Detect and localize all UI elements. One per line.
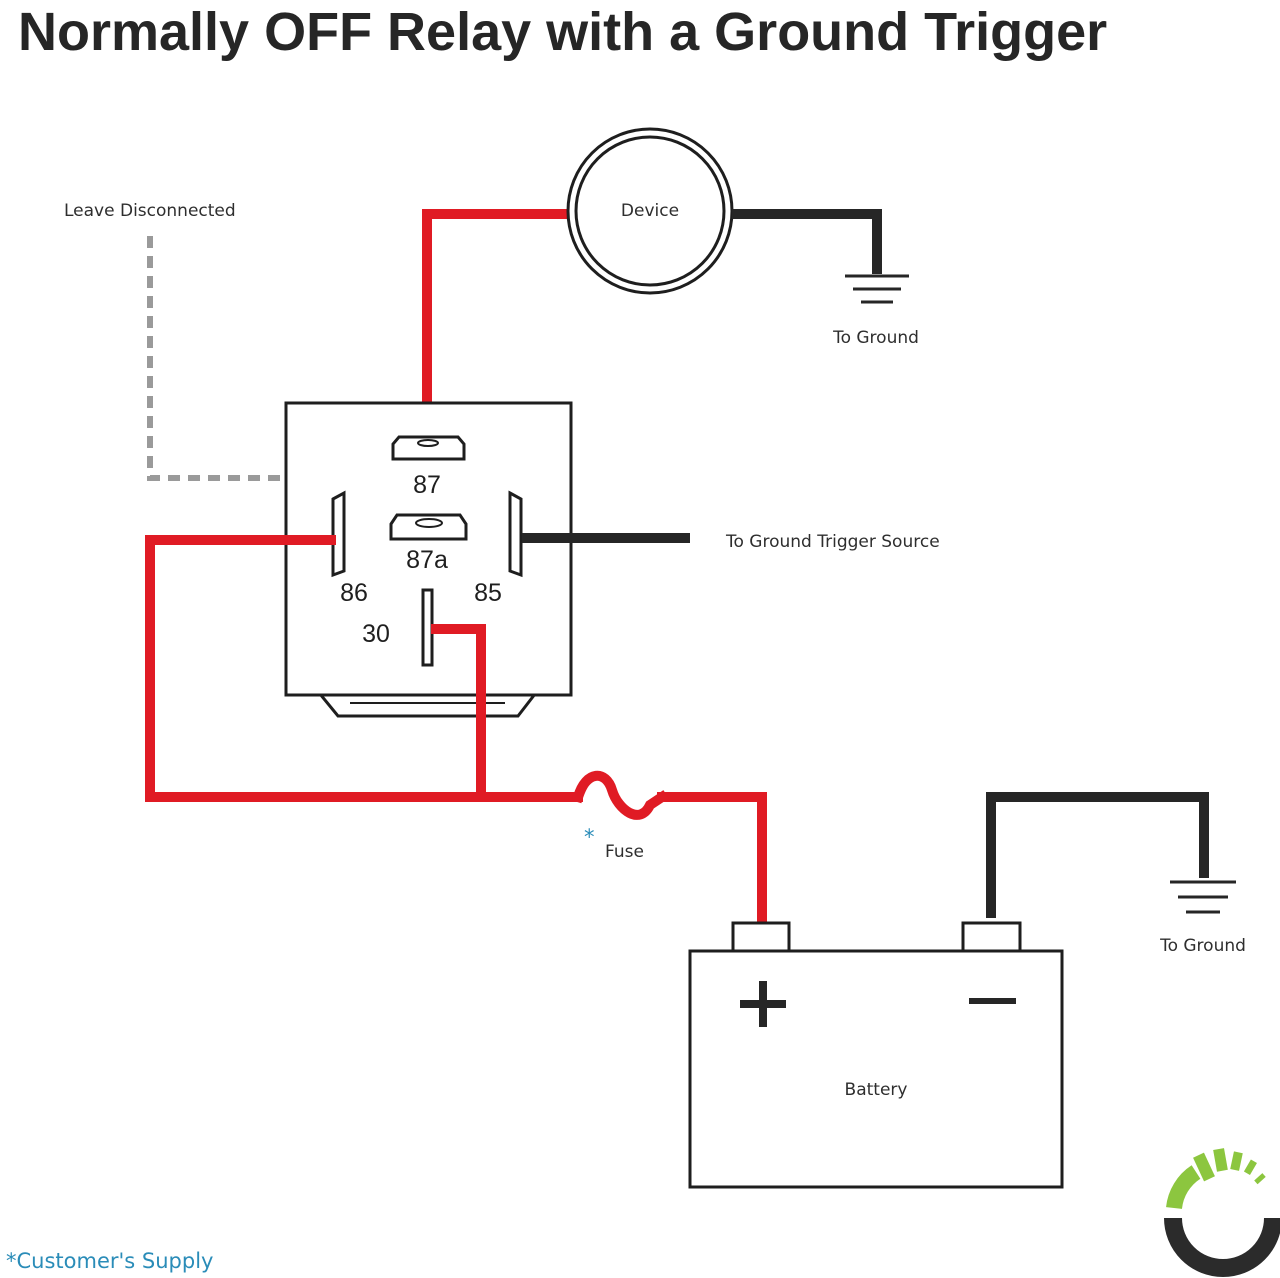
battery-to-ground-label: To Ground xyxy=(1159,936,1246,956)
battery-ground-wire xyxy=(986,792,1209,918)
battery-ground-symbol-icon xyxy=(1170,880,1236,914)
ground-symbol-icon xyxy=(845,274,909,304)
fuse-label: Fuse xyxy=(605,842,644,862)
fuse-icon xyxy=(571,770,669,820)
terminal-87 xyxy=(391,435,466,461)
battery-label: Battery xyxy=(845,1080,908,1100)
pin-85-label: 85 xyxy=(474,579,502,607)
fuse-asterisk: * xyxy=(584,825,595,849)
device-ground-wire xyxy=(732,209,882,274)
terminal-30 xyxy=(421,588,434,667)
device-feed-wire xyxy=(422,209,575,445)
device-to-ground-label: To Ground xyxy=(832,328,919,348)
pin-87-label: 87 xyxy=(413,471,441,499)
brand-logo-icon xyxy=(1164,1148,1280,1277)
diagram-title: Normally OFF Relay with a Ground Trigger xyxy=(18,2,1107,62)
pin-87a-label: 87a xyxy=(406,546,448,574)
battery-plus-icon xyxy=(740,981,786,1027)
customers-supply-footnote: *Customer's Supply xyxy=(6,1249,213,1273)
ground-trigger-source-label: To Ground Trigger Source xyxy=(725,532,940,552)
pin-86-label: 86 xyxy=(340,579,368,607)
terminal-87a xyxy=(389,513,468,541)
battery xyxy=(688,921,1064,1189)
power-feed-wire xyxy=(145,535,767,922)
terminal-86 xyxy=(331,490,346,578)
terminal-85 xyxy=(508,490,523,578)
device-symbol xyxy=(566,127,734,295)
device-label: Device xyxy=(621,201,679,221)
pin-30-label: 30 xyxy=(362,620,390,648)
leave-disconnected-label: Leave Disconnected xyxy=(64,201,236,221)
